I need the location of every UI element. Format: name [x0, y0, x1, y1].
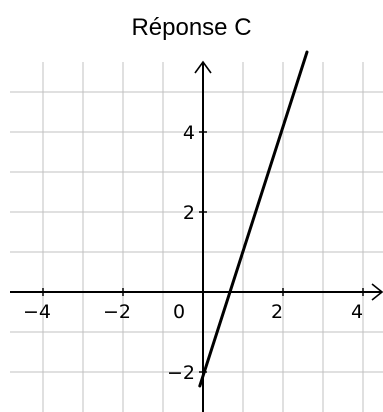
y-tick-label: 2 — [183, 202, 195, 224]
x-tick-label: 4 — [351, 301, 363, 323]
x-tick-label: 0 — [173, 301, 185, 323]
axes — [10, 60, 383, 412]
x-tick-label: −4 — [23, 301, 51, 323]
x-tick-label: −2 — [103, 301, 131, 323]
y-axis-arrow — [194, 60, 212, 74]
page-title: Réponse C — [131, 14, 252, 41]
y-tick-label: −2 — [167, 362, 195, 384]
y-tick-label: 4 — [183, 122, 195, 144]
x-axis-arrow — [371, 283, 383, 301]
grid-lines — [10, 62, 383, 412]
series-line — [198, 50, 309, 388]
x-tick-label: 2 — [271, 301, 283, 323]
series-group — [198, 50, 309, 388]
tick-labels: −4 −2 0 2 4 −2 2 4 — [23, 122, 364, 384]
